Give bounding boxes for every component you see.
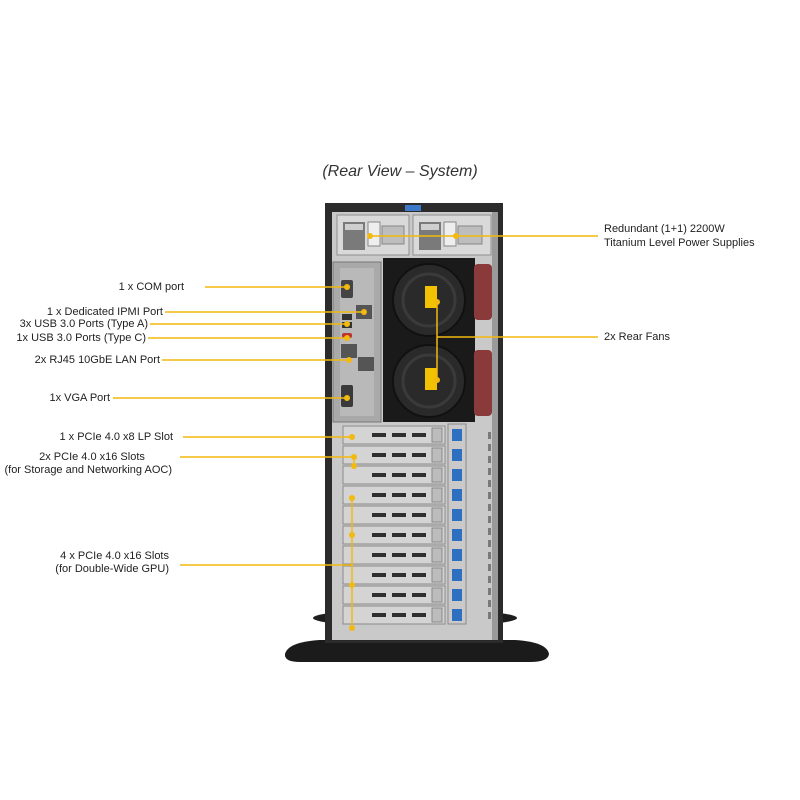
pcie-slot-bracket — [342, 485, 446, 505]
fan-handle-top — [474, 264, 492, 320]
callout-gpu-title: 4 x PCIe 4.0 x16 Slots — [60, 550, 169, 562]
pcie-slot-bracket — [342, 445, 446, 465]
pcie-blue-latch — [452, 549, 462, 561]
label-tab — [405, 205, 421, 211]
power-supply-right — [412, 214, 492, 256]
pcie-blue-latch — [452, 449, 462, 461]
lan-port-connectors — [341, 344, 374, 371]
pcie-blue-latch — [452, 489, 462, 501]
callout-dots — [344, 233, 459, 631]
chassis-shadow — [492, 212, 498, 640]
pcie-slot-area — [342, 423, 491, 625]
callout-usb-c: 1x USB 3.0 Ports (Type C) — [16, 332, 146, 344]
pcie-slot-bracket — [342, 565, 446, 585]
pcie-blue-latch — [452, 589, 462, 601]
callout-lan-port: 2x RJ45 10GbE LAN Port — [34, 354, 160, 366]
callout-psu-title: Redundant (1+1) 2200W — [604, 223, 725, 235]
callout-lines — [113, 235, 598, 628]
pcie-blue-latch — [452, 429, 462, 441]
callout-rear-fans: 2x Rear Fans — [604, 331, 671, 343]
diagram-title: (Rear View – System) — [322, 163, 478, 180]
pcie-slot-bracket — [342, 545, 446, 565]
pcie-slot-bracket — [342, 605, 446, 625]
pcie-slot-bracket — [342, 585, 446, 605]
callout-usb-a: 3x USB 3.0 Ports (Type A) — [19, 318, 148, 330]
pcie-slot-bracket — [342, 425, 446, 445]
rear-foot-front — [284, 640, 549, 662]
pcie-blue-latch — [452, 609, 462, 621]
rear-fan-bottom — [383, 340, 475, 422]
callout-ipmi-port: 1 x Dedicated IPMI Port — [46, 306, 163, 318]
chassis-vent-holes — [488, 432, 491, 619]
pcie-blue-latch — [452, 529, 462, 541]
callout-vga-port: 1x VGA Port — [49, 392, 110, 404]
pcie-slot-bracket — [342, 525, 446, 545]
fan-handle-bottom — [474, 350, 492, 416]
callout-gpu-subtitle: (for Double-Wide GPU) — [55, 563, 169, 575]
rear-fan-top — [383, 258, 475, 342]
pcie-slot-bracket — [342, 505, 446, 525]
callout-psu-subtitle: Titanium Level Power Supplies — [604, 237, 755, 249]
pcie-blue-latch — [452, 509, 462, 521]
pcie-blue-latch — [452, 469, 462, 481]
pcie-slot-bracket — [342, 465, 446, 485]
callout-pcie-x16-title: 2x PCIe 4.0 x16 Slots — [39, 451, 145, 463]
pcie-blue-latch — [452, 569, 462, 581]
pcie-latch-rail — [447, 423, 467, 625]
callout-pcie-x16-subtitle: (for Storage and Networking AOC) — [4, 464, 172, 476]
callout-com-port: 1 x COM port — [118, 281, 184, 293]
callout-pcie-lp: 1 x PCIe 4.0 x8 LP Slot — [59, 431, 173, 443]
power-supply-left — [336, 214, 410, 256]
